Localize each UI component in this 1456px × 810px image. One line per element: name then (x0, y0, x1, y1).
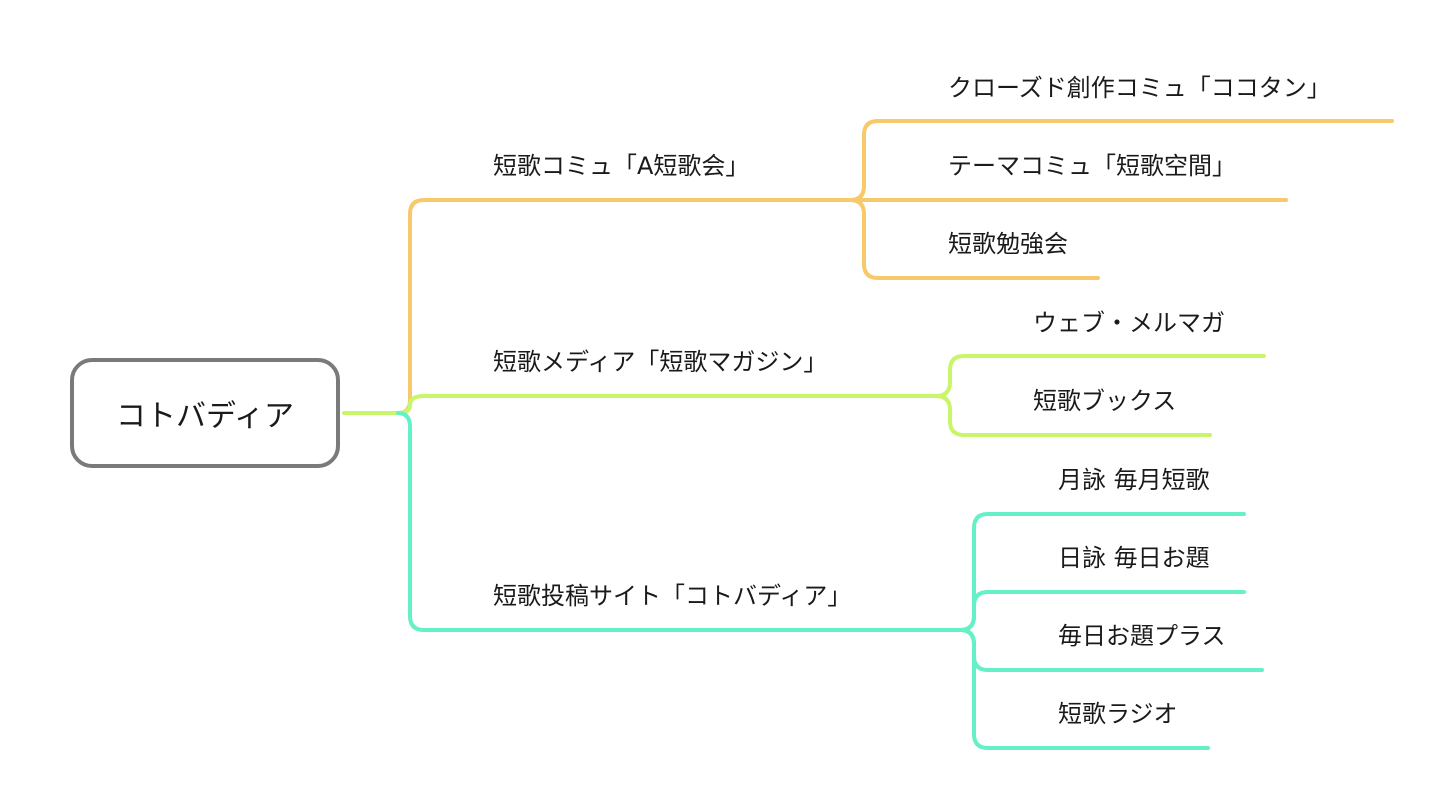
branch-1-connector (396, 198, 852, 415)
branch-1-child-2-label[interactable]: テーマコミュ「短歌空間」 (948, 152, 1236, 180)
branch-3-child-1-label[interactable]: 月詠 毎月短歌 (1058, 466, 1210, 494)
branch-3-connector (396, 411, 962, 632)
branch-2-child-1-label[interactable]: ウェブ・メルマガ (1033, 309, 1225, 337)
root-node[interactable]: コトバディア (70, 358, 340, 468)
branch-1-child-3-connector (848, 198, 1100, 280)
branch-1-child-1-label[interactable]: クローズド創作コミュ「ココタン」 (948, 74, 1331, 102)
branch-3-child-3-label[interactable]: 毎日お題プラス (1058, 622, 1226, 650)
branch-1-label[interactable]: 短歌コミュ「A短歌会」 (493, 152, 750, 180)
branch-3-child-2-connector (958, 590, 1246, 632)
branch-3-child-1-connector (958, 512, 1246, 632)
branch-2-child-2-label[interactable]: 短歌ブックス (1033, 387, 1177, 415)
branch-3-child-2-label[interactable]: 日詠 毎日お題 (1058, 544, 1210, 572)
branch-1-child-3-label[interactable]: 短歌勉強会 (948, 230, 1068, 258)
branch-3-label[interactable]: 短歌投稿サイト「コトバディア」 (493, 582, 852, 610)
branch-2-label[interactable]: 短歌メディア「短歌マガジン」 (493, 348, 828, 376)
branch-2-child-2-connector (934, 394, 1212, 437)
branch-2-child-1-connector (934, 354, 1266, 398)
branch-2-connector (396, 394, 938, 415)
root-node-label: コトバディア (116, 399, 294, 434)
branch-3-child-4-connector (958, 628, 1210, 750)
branch-3-child-4-label[interactable]: 短歌ラジオ (1058, 700, 1178, 728)
